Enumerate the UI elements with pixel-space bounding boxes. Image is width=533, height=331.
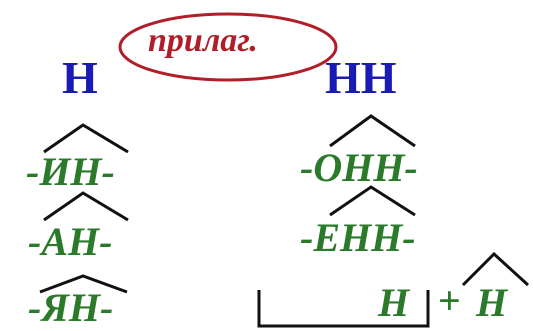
suffix-roof-onn [329, 114, 416, 148]
formula-suffix-n: Н [476, 280, 508, 325]
suffix-an: -АН- [28, 219, 113, 264]
header-single-n: Н [62, 52, 98, 103]
suffix-roof-formula [461, 251, 530, 287]
suffix-roof-in [43, 123, 129, 154]
formula-plus: + [438, 278, 461, 323]
suffix-roof-yan [39, 274, 128, 294]
suffix-roof-enn [329, 185, 416, 217]
suffix-roof-an [43, 191, 129, 222]
formula-root-n: Н [378, 280, 410, 325]
suffix-yan: -ЯН- [28, 285, 114, 330]
root-bracket [257, 290, 430, 328]
suffix-enn: -ЕНН- [300, 215, 416, 260]
badge-text: прилаг. [148, 22, 258, 59]
badge-oval [118, 12, 338, 82]
suffix-onn: -ОНН- [300, 145, 418, 190]
suffix-in: -ИН- [26, 149, 115, 194]
header-double-n: НН [325, 52, 397, 103]
